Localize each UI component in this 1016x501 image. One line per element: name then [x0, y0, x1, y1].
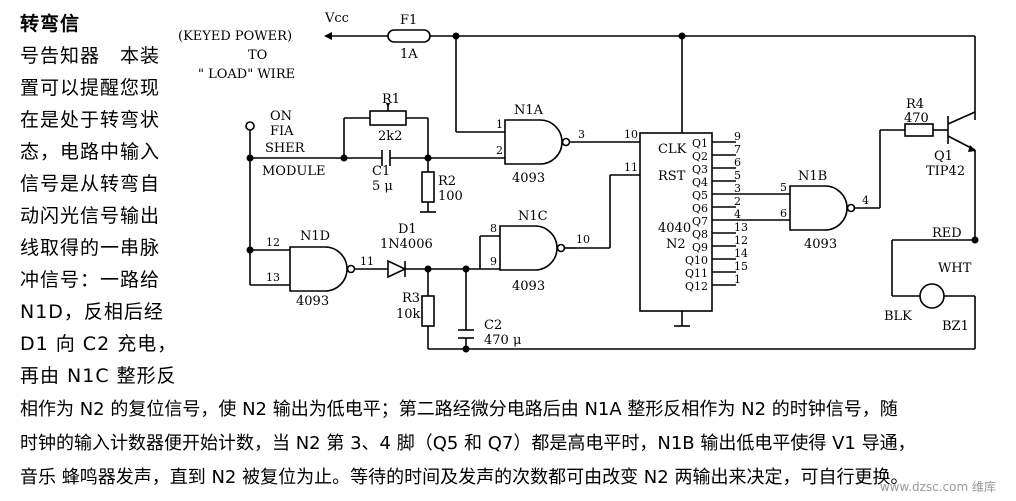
n2-output-q8: Q8 — [692, 228, 708, 241]
wht-wire-label: WHT — [938, 261, 972, 276]
module-line-1: ON — [270, 109, 292, 124]
n2-clk-pin: 10 — [624, 128, 638, 141]
bz1-label: BZ1 — [942, 319, 969, 334]
r1-value: 2k2 — [378, 129, 402, 144]
module-line-2: FIA — [270, 124, 294, 139]
side-line-1: 号告知器 本装 — [20, 45, 161, 67]
n2-output-q1: Q1 — [692, 137, 708, 150]
n2-output-q5: Q5 — [692, 189, 708, 202]
n2-pin-2: 2 — [734, 195, 741, 208]
n1c-pin-9: 9 — [490, 255, 497, 268]
n1d-label: N1D — [300, 229, 330, 244]
n1a-label: N1A — [514, 103, 544, 118]
n2-pin-6: 6 — [734, 156, 741, 169]
c1-label: C1 — [372, 164, 390, 179]
n2-part: 4040 — [658, 221, 691, 236]
n1d-pin-12: 12 — [266, 236, 280, 249]
red-wire-label: RED — [932, 226, 962, 241]
bottom-description: 相作为 N2 的复位信号，使 N2 输出为低电平；第二路经微分电路后由 N1A … — [20, 393, 1000, 495]
n1b-pin-5: 5 — [780, 181, 787, 194]
n1c-part: 4093 — [512, 279, 545, 294]
n2-pin-13: 13 — [734, 221, 748, 234]
load-wire-label: " LOAD" WIRE — [198, 67, 295, 82]
n2-output-q10: Q10 — [685, 254, 708, 267]
n1a-part: 4093 — [512, 171, 545, 186]
c2-label: C2 — [484, 318, 502, 333]
side-description: 转弯信 号告知器 本装 置可以提醒您现 在是处于转弯状 态，电路中输入 信号是从… — [20, 8, 180, 392]
side-line-8: 冲信号：一路给 — [20, 269, 161, 291]
n2-output-q7: Q7 — [692, 215, 708, 228]
module-line-4: MODULE — [262, 164, 325, 179]
r2-value: 100 — [438, 189, 463, 204]
d1-part: 1N4006 — [380, 237, 433, 252]
module-line-3: SHER — [265, 141, 306, 156]
bottom-line-2: 时钟的输入计数器便开始计数，当 N2 第 3、4 脚（Q5 和 Q7）都是高电平… — [20, 433, 916, 454]
n1a-pin-2: 2 — [496, 144, 503, 157]
r4-value: 470 — [904, 111, 929, 126]
n1d-part: 4093 — [296, 294, 329, 309]
side-line-6: 动闪光信号输出 — [20, 205, 161, 227]
n1c-pin-8: 8 — [490, 222, 497, 235]
side-line-10: D1 向 C2 充电， — [20, 333, 178, 355]
c2-value: 470 μ — [484, 333, 521, 348]
n2-pin-3: 3 — [734, 182, 741, 195]
n2-output-q2: Q2 — [692, 150, 708, 163]
n2-label: N2 — [666, 237, 686, 252]
n2-pin-9: 9 — [734, 130, 741, 143]
n1b-pin-6: 6 — [780, 207, 787, 220]
side-line-5: 信号是从转弯自 — [20, 173, 161, 195]
n1b-part: 4093 — [804, 237, 837, 252]
side-line-3: 在是处于转弯状 — [20, 109, 161, 131]
n2-pin-5: 5 — [734, 169, 741, 182]
r3-label: R3 — [402, 291, 420, 306]
q1-label: Q1 — [934, 149, 953, 164]
n1c-pin-10: 10 — [576, 233, 590, 246]
n2-output-q11: Q11 — [685, 267, 708, 280]
n1a-pin-1: 1 — [496, 118, 503, 131]
n2-pin-14: 14 — [734, 247, 748, 260]
c1-value: 5 μ — [372, 179, 393, 194]
to-label: TO — [248, 48, 267, 63]
r4-label: R4 — [906, 97, 924, 112]
n2-clk-label: CLK — [658, 142, 687, 157]
watermark: www.dzsc.com 维库 — [879, 480, 996, 494]
n2-output-q3: Q3 — [692, 163, 708, 176]
n2-rst-pin: 11 — [624, 161, 638, 174]
side-line-4: 态，电路中输入 — [20, 141, 161, 163]
n2-pin-4: 4 — [734, 208, 741, 221]
n1a-pin-3: 3 — [578, 128, 585, 141]
r2-label: R2 — [438, 174, 456, 189]
d1-label: D1 — [398, 222, 417, 237]
q1-part: TIP42 — [926, 164, 965, 179]
n1b-label: N1B — [798, 169, 827, 184]
side-title: 转弯信 — [20, 13, 81, 35]
r1-label: R1 — [382, 92, 400, 107]
r3-value: 10k — [396, 307, 421, 322]
n2-output-q6: Q6 — [692, 202, 708, 215]
n1d-pin-11: 11 — [360, 255, 374, 268]
f1-label: F1 — [400, 13, 417, 28]
n1d-pin-13: 13 — [266, 271, 280, 284]
n2-output-q12: Q12 — [685, 280, 708, 293]
n2-rst-label: RST — [658, 169, 686, 184]
n2-pin-1: 1 — [734, 273, 741, 286]
bottom-line-3: 音乐 蜂鸣器发声，直到 N2 被复位为止。等待的时间及发声的次数都可由改变 N2… — [20, 467, 909, 488]
n2-pin-15: 15 — [734, 260, 748, 273]
n1c-label: N1C — [518, 209, 548, 224]
vcc-label: Vcc — [324, 11, 349, 26]
keyed-power-label: (KEYED POWER) — [178, 29, 292, 44]
f1-value: 1A — [400, 47, 418, 62]
side-line-2: 置可以提醒您现 — [20, 77, 161, 99]
bottom-line-1: 相作为 N2 的复位信号，使 N2 输出为低电平；第二路经微分电路后由 N1A … — [20, 399, 898, 420]
side-line-9: N1D，反相后经 — [20, 301, 164, 323]
n2-pin-12: 12 — [734, 234, 748, 247]
n2-output-q9: Q9 — [692, 241, 708, 254]
side-line-7: 线取得的一串脉 — [20, 237, 161, 259]
n1b-pin-4: 4 — [862, 194, 869, 207]
side-line-11: 再由 N1C 整形反 — [20, 365, 177, 387]
n2-output-q4: Q4 — [692, 176, 708, 189]
n2-pin-7: 7 — [734, 143, 741, 156]
blk-wire-label: BLK — [884, 309, 912, 324]
